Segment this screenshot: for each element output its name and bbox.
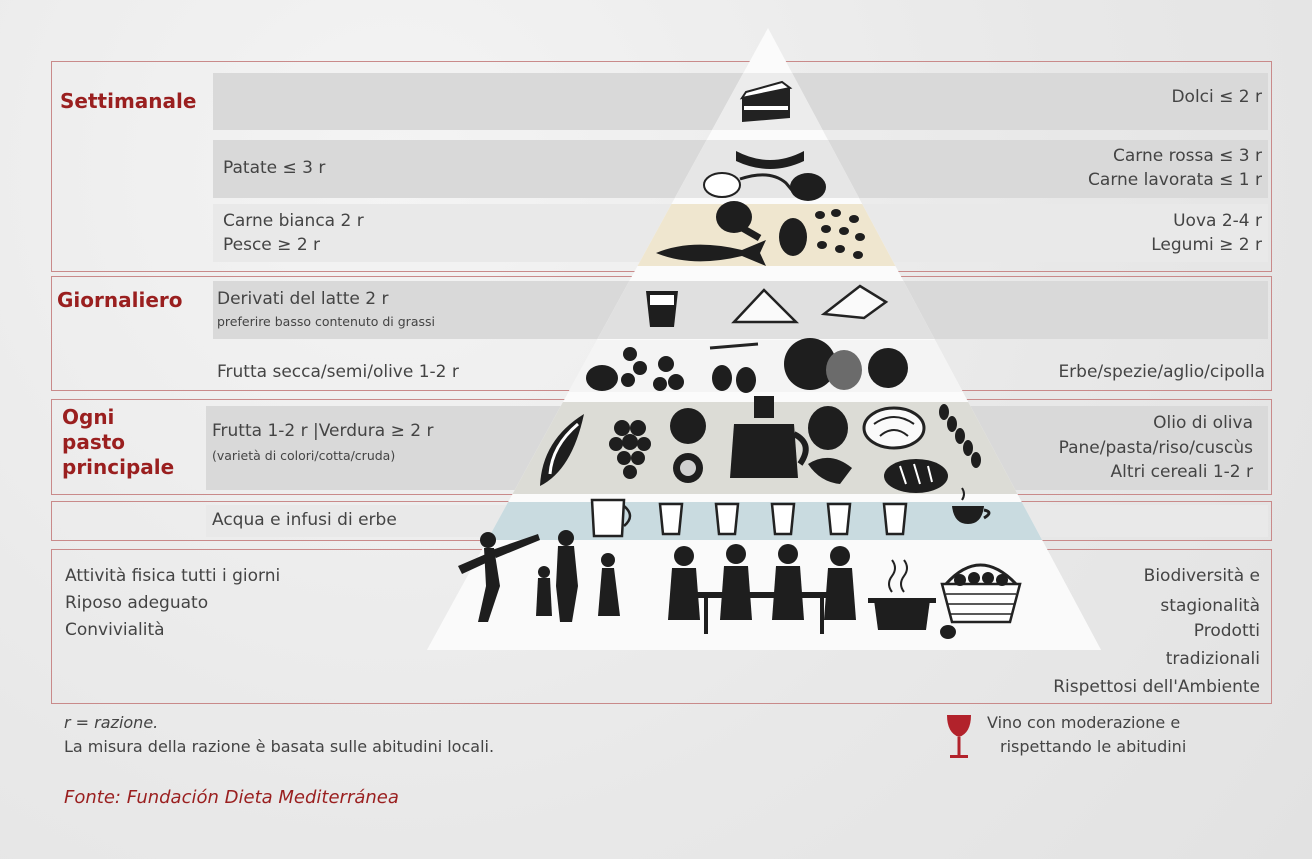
yogurt-icon bbox=[646, 291, 678, 327]
herbs-label: Erbe/spezie/aglio/cipolla bbox=[1058, 362, 1265, 382]
lifestyle-conviviality: Convivialità bbox=[65, 620, 165, 640]
wine-note-1: Vino con moderazione e bbox=[987, 713, 1181, 732]
apple-icon bbox=[670, 408, 706, 483]
chicken-leg-icon bbox=[716, 201, 762, 242]
dairy-label: Derivati del latte 2 r bbox=[217, 289, 389, 309]
source-credit: Fonte: Fundación Dieta Mediterránea bbox=[64, 787, 399, 808]
beans-icon bbox=[815, 209, 865, 259]
jug-icon bbox=[590, 498, 632, 538]
eggs-label: Uova 2-4 r bbox=[1173, 211, 1262, 231]
dining-people-icon bbox=[668, 544, 856, 634]
portion-note: La misura della razione è basata sulle a… bbox=[64, 737, 495, 756]
potatoes-label: Patate ≤ 3 r bbox=[223, 158, 326, 178]
lifestyle-traditional: tradizionali bbox=[1165, 649, 1260, 669]
category-daily: Giornaliero bbox=[57, 288, 183, 312]
wheat-icon bbox=[939, 404, 981, 468]
fish-label: Pesce ≥ 2 r bbox=[223, 235, 321, 255]
cereals-label: Pane/pasta/riso/cuscùs bbox=[1058, 438, 1253, 458]
garlic-icon bbox=[784, 338, 908, 390]
processed-meat-label: Carne lavorata ≤ 1 r bbox=[1088, 170, 1262, 190]
bread-icon bbox=[884, 459, 948, 493]
olive-oil-label: Olio di oliva bbox=[1153, 413, 1253, 433]
category-weekly: Settimanale bbox=[60, 89, 197, 113]
wine-glass-icon bbox=[947, 715, 971, 758]
nuts-icon bbox=[586, 347, 684, 391]
cake-icon bbox=[739, 80, 793, 122]
exercise-people-icon bbox=[458, 530, 620, 622]
legumes-label: Legumi ≥ 2 r bbox=[1151, 235, 1262, 255]
cheese-icon bbox=[820, 284, 889, 320]
lifestyle-products: Prodotti bbox=[1193, 621, 1260, 641]
lifestyle-activity: Attività fisica tutti i giorni bbox=[65, 566, 281, 586]
category-main-meal-1: Ogni bbox=[62, 405, 115, 429]
lifestyle-environment: Rispettosi dell'Ambiente bbox=[1053, 677, 1260, 697]
oil-bottle-icon bbox=[730, 396, 809, 478]
fruit-veg-note: (varietà di colori/cotta/cruda) bbox=[212, 448, 396, 463]
lifestyle-rest: Riposo adeguato bbox=[65, 593, 209, 613]
olives-icon bbox=[709, 342, 759, 393]
wine-note-2: rispettando le abitudini bbox=[1000, 737, 1187, 756]
glasses-icon bbox=[658, 502, 908, 536]
artichoke-icon bbox=[808, 406, 852, 484]
pot-icon bbox=[868, 559, 936, 630]
basket-icon bbox=[940, 563, 1022, 639]
cabbage-icon bbox=[862, 406, 926, 450]
white-meat-label: Carne bianca 2 r bbox=[223, 211, 364, 231]
meat-icon bbox=[703, 172, 826, 201]
category-main-meal-3: principale bbox=[62, 455, 175, 479]
cup-icon bbox=[952, 487, 991, 524]
water-label: Acqua e infusi di erbe bbox=[212, 510, 397, 530]
ration-definition: r = razione. bbox=[64, 713, 159, 732]
lifestyle-biodiversity: Biodiversità e bbox=[1143, 566, 1260, 586]
other-cereals-label: Altri cereali 1-2 r bbox=[1110, 462, 1253, 482]
grapes-icon bbox=[609, 420, 651, 479]
fish-icon bbox=[656, 240, 766, 266]
sweets-label: Dolci ≤ 2 r bbox=[1171, 87, 1262, 107]
red-meat-label: Carne rossa ≤ 3 r bbox=[1112, 146, 1262, 166]
cheese-icon bbox=[731, 288, 800, 324]
category-main-meal-2: pasto bbox=[62, 430, 126, 454]
fruit-veg-label: Frutta 1-2 r |Verdura ≥ 2 r bbox=[212, 421, 434, 441]
sausage-icon bbox=[736, 151, 804, 169]
nuts-label: Frutta secca/semi/olive 1-2 r bbox=[217, 362, 459, 382]
watermelon-icon bbox=[540, 414, 584, 486]
egg-icon bbox=[779, 218, 807, 256]
lifestyle-seasonality: stagionalità bbox=[1160, 596, 1260, 616]
dairy-note: preferire basso contenuto di grassi bbox=[217, 314, 435, 329]
